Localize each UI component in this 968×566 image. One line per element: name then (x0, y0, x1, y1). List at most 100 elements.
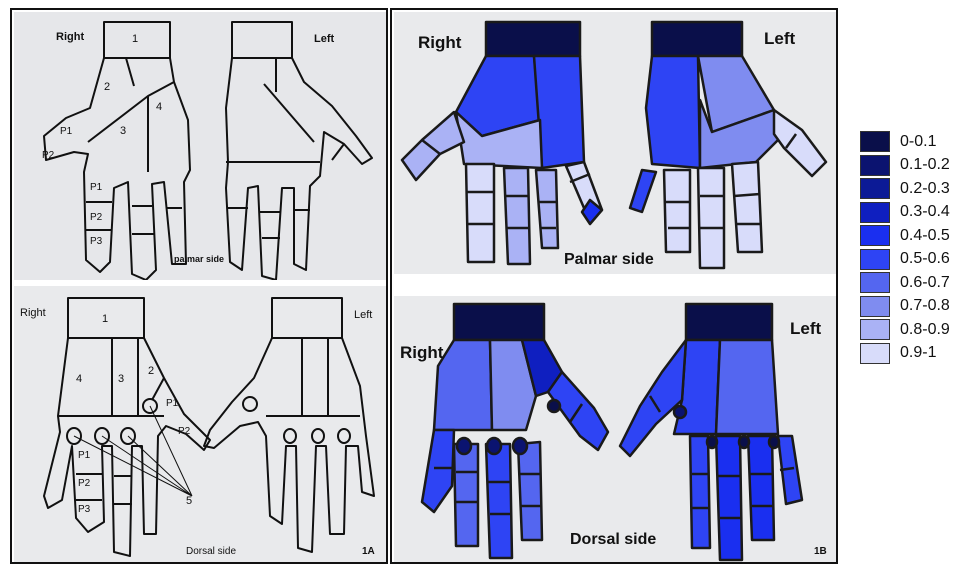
palmar-left-finger-1 (732, 162, 762, 252)
palmar-region-1: 1 (132, 33, 138, 45)
legend-swatch (860, 343, 890, 364)
dorsal-left-finger-4 (690, 436, 710, 548)
legend-swatch (860, 296, 890, 317)
heatmap-dorsal-right-label: Right (400, 343, 444, 362)
dorsal-thumb-p1: P1 (166, 398, 179, 409)
palmar-heatmap: Right Left Palmar side (394, 12, 836, 274)
palmar-right-finger-2 (504, 168, 530, 264)
dorsal-region-4: 4 (76, 373, 82, 385)
dorsal-right-knuckle-1 (457, 438, 471, 454)
palmar-left-finger-4 (630, 170, 656, 212)
dorsal-sketch: Right Left 1 2 3 4 5 P1 P2 P1 P2 P3 Dors… (14, 286, 386, 562)
left-palm-lines (226, 58, 320, 162)
legend-item: 0.8-0.9 (860, 318, 950, 342)
heatmap-palmar-side-label: Palmar side (564, 251, 654, 268)
heatmap-palmar-left-label: Left (764, 29, 796, 48)
panel-1a: Right Left 1 2 3 4 P1 P2 P1 P2 P3 palmar… (10, 8, 388, 564)
dorsal-left-hand-outline (204, 338, 374, 552)
panel-1b-id: 1B (814, 546, 827, 557)
legend-item: 0.9-1 (860, 342, 950, 366)
palmar-region-4: 4 (156, 101, 162, 113)
dorsal-heatmap: Right Left Dorsal side 1B (394, 296, 836, 562)
legend-swatch (860, 249, 890, 270)
dorsal-finger-p3: P3 (78, 504, 91, 515)
dorsal-right-wrist (454, 304, 544, 340)
left-hand-outline (226, 58, 372, 280)
dorsal-right-finger-3 (454, 444, 478, 546)
dorsal-left-wrist-outline (272, 298, 342, 338)
legend-swatch (860, 272, 890, 293)
dorsal-left-knuckle-1 (707, 436, 717, 448)
palmar-left-label: Left (314, 33, 335, 45)
dorsal-region-5-pointers (74, 406, 192, 496)
dorsal-left-thumb-knuckle (243, 397, 257, 411)
palmar-finger-p3: P3 (90, 236, 103, 247)
legend-range: 0.1-0.2 (900, 156, 950, 174)
legend-item: 0.7-0.8 (860, 295, 950, 319)
dorsal-left-knuckle-3 (769, 436, 779, 448)
legend-item: 0.5-0.6 (860, 248, 950, 272)
legend-swatch (860, 202, 890, 223)
dorsal-right-knuckle-2 (487, 438, 501, 454)
legend-range: 0-0.1 (900, 133, 936, 151)
palmar-left-thumb (774, 110, 826, 176)
legend-item: 0.3-0.4 (860, 201, 950, 225)
left-wrist-outline (232, 22, 292, 58)
legend-range: 0.4-0.5 (900, 227, 950, 245)
palmar-heatmap-drawing: Right Left Palmar side (394, 12, 836, 274)
legend-item: 0.2-0.3 (860, 177, 950, 201)
palmar-right-finger-1 (466, 164, 494, 262)
dorsal-left-finger-2 (748, 436, 774, 540)
heatmap-dorsal-left-label: Left (790, 319, 822, 338)
legend-item: 0.1-0.2 (860, 154, 950, 178)
dorsal-heatmap-drawing: Right Left Dorsal side 1B (394, 296, 836, 562)
dorsal-right-finger-4 (422, 430, 454, 512)
dorsal-finger-p1: P1 (78, 450, 91, 461)
legend-range: 0.8-0.9 (900, 321, 950, 339)
legend-item: 0.6-0.7 (860, 271, 950, 295)
legend-swatch (860, 319, 890, 340)
palmar-right-finger-3 (536, 170, 558, 248)
dorsal-left-label: Left (354, 309, 372, 321)
palmar-left-wrist (652, 22, 742, 56)
legend-range: 0.3-0.4 (900, 203, 950, 221)
palmar-region-3: 3 (120, 125, 126, 137)
panel-1a-id: 1A (362, 546, 375, 557)
palmar-thumb-p2: P2 (42, 150, 55, 161)
palmar-left-finger-2 (698, 168, 724, 268)
legend-range: 0.2-0.3 (900, 180, 950, 198)
dorsal-region-2: 2 (148, 365, 154, 377)
legend-swatch (860, 155, 890, 176)
legend-range: 0.6-0.7 (900, 274, 950, 292)
dorsal-left-knuckle-1 (284, 429, 296, 443)
legend-swatch (860, 131, 890, 152)
palmar-thumb-p1: P1 (60, 126, 73, 137)
dorsal-thumb-p2: P2 (178, 426, 191, 437)
palmar-right-label: Right (56, 31, 84, 43)
palmar-right-thumb (402, 112, 464, 180)
dorsal-side-label: Dorsal side (186, 546, 236, 557)
dorsal-left-knuckle-2 (312, 429, 324, 443)
legend-swatch (860, 225, 890, 246)
panel-1b: Right Left Palmar side (390, 8, 838, 564)
dorsal-region-1: 1 (102, 313, 108, 325)
dorsal-left-thumb-knuckle (674, 406, 686, 418)
legend-range: 0.9-1 (900, 344, 936, 362)
legend-item: 0-0.1 (860, 130, 950, 154)
palmar-sketch-drawing: Right Left 1 2 3 4 P1 P2 P1 P2 P3 palmar… (14, 12, 386, 280)
dorsal-right-lines (58, 338, 164, 416)
dorsal-right-finger-1 (518, 442, 542, 540)
dorsal-right-thumb-knuckle (548, 400, 560, 412)
color-legend: 0-0.1 0.1-0.2 0.2-0.3 0.3-0.4 0.4-0.5 0.… (860, 130, 950, 365)
palmar-right-wrist (486, 22, 580, 56)
dorsal-right-hand-outline (44, 338, 210, 556)
dorsal-left-region-3 (716, 340, 778, 434)
palmar-sketch: Right Left 1 2 3 4 P1 P2 P1 P2 P3 palmar… (14, 12, 386, 280)
dorsal-left-knuckle-3 (338, 429, 350, 443)
dorsal-sketch-drawing: Right Left 1 2 3 4 5 P1 P2 P1 P2 P3 Dors… (14, 286, 386, 562)
legend-item: 0.4-0.5 (860, 224, 950, 248)
legend-range: 0.5-0.6 (900, 250, 950, 268)
palmar-finger-p2: P2 (90, 212, 103, 223)
legend-swatch (860, 178, 890, 199)
dorsal-right-label: Right (20, 307, 46, 319)
